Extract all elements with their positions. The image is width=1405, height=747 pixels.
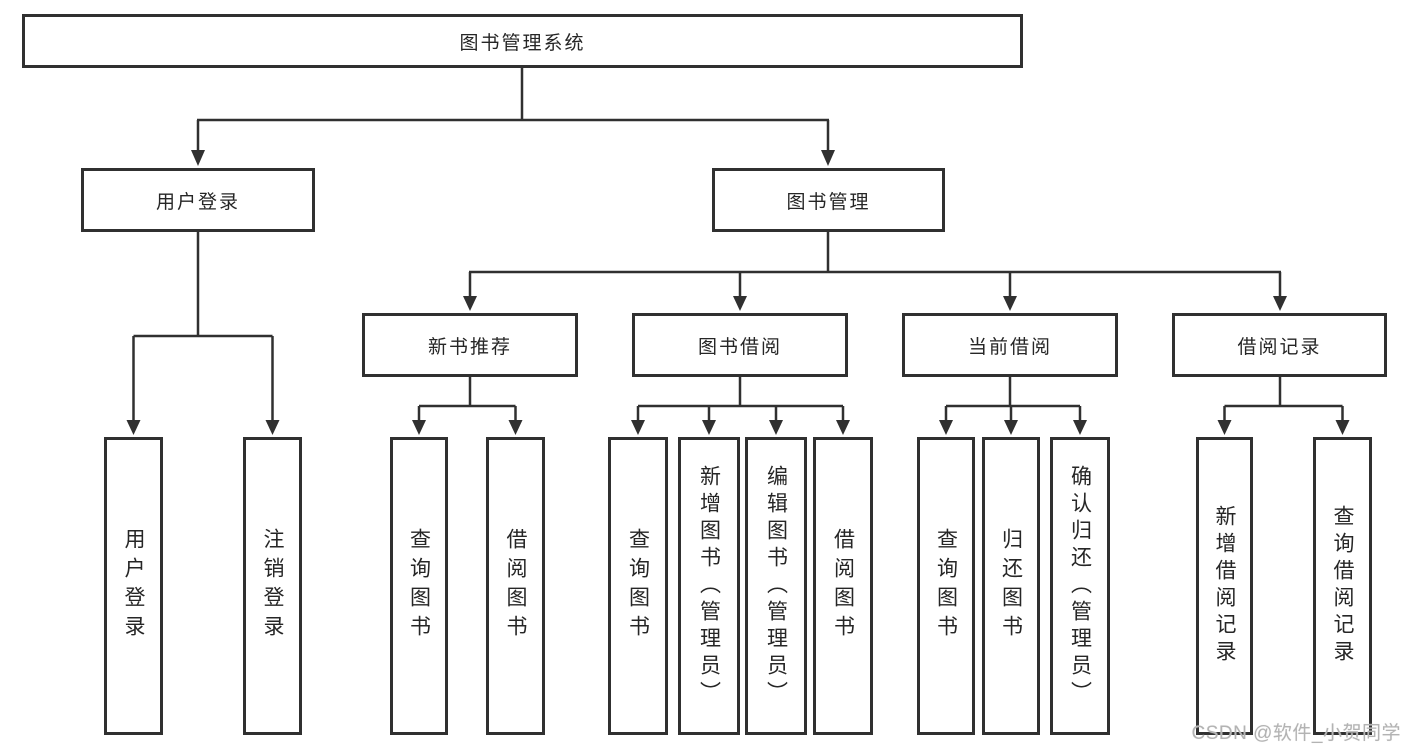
leaf-borrow-add-book-admin: 新增图书（管理员） xyxy=(678,437,740,735)
arrow-icon xyxy=(939,420,953,435)
node-book-management: 图书管理 xyxy=(712,168,945,232)
leaf-borrow-edit-book-admin: 编辑图书（管理员） xyxy=(745,437,807,735)
arrowheads xyxy=(126,150,1350,435)
leaf-newbook-query-book: 查询图书 xyxy=(390,437,448,735)
arrow-icon xyxy=(821,150,835,166)
arrow-icon xyxy=(702,420,716,435)
leaf-borrow-borrow-book: 借阅图书 xyxy=(813,437,873,735)
arrow-icon xyxy=(1003,296,1017,311)
node-user-login: 用户登录 xyxy=(81,168,315,232)
arrow-icon xyxy=(1004,420,1018,435)
arrow-icon xyxy=(1217,420,1232,435)
leaf-current-return-book: 归还图书 xyxy=(982,437,1040,735)
node-borrow-records: 借阅记录 xyxy=(1172,313,1387,377)
node-current-borrow: 当前借阅 xyxy=(902,313,1118,377)
arrow-icon xyxy=(769,420,783,435)
arrow-icon xyxy=(1073,420,1087,435)
arrow-icon xyxy=(1273,296,1287,311)
node-book-borrow: 图书借阅 xyxy=(632,313,848,377)
leaf-logout: 注销登录 xyxy=(243,437,302,735)
arrow-icon xyxy=(733,296,747,311)
leaf-newbook-borrow-book: 借阅图书 xyxy=(486,437,545,735)
arrow-icon xyxy=(631,420,645,435)
arrow-icon xyxy=(463,296,477,311)
csdn-watermark: CSDN @软件_小贺同学 xyxy=(1191,723,1401,744)
arrow-icon xyxy=(508,420,523,435)
node-root: 图书管理系统 xyxy=(22,14,1023,68)
leaf-borrow-query-book: 查询图书 xyxy=(608,437,668,735)
node-new-book-recommend: 新书推荐 xyxy=(362,313,578,377)
leaf-current-confirm-return-admin: 确认归还（管理员） xyxy=(1050,437,1110,735)
arrow-icon xyxy=(126,420,141,435)
leaf-current-query-book: 查询图书 xyxy=(917,437,975,735)
leaf-records-query-record: 查询借阅记录 xyxy=(1313,437,1372,735)
arrow-icon xyxy=(1335,420,1350,435)
arrow-icon xyxy=(836,420,850,435)
leaf-records-add-record: 新增借阅记录 xyxy=(1196,437,1253,735)
arrow-icon xyxy=(412,420,426,435)
leaf-user-login: 用户登录 xyxy=(104,437,163,735)
arrow-icon xyxy=(265,420,280,435)
connector-path xyxy=(132,68,1344,421)
arrow-icon xyxy=(191,150,205,166)
